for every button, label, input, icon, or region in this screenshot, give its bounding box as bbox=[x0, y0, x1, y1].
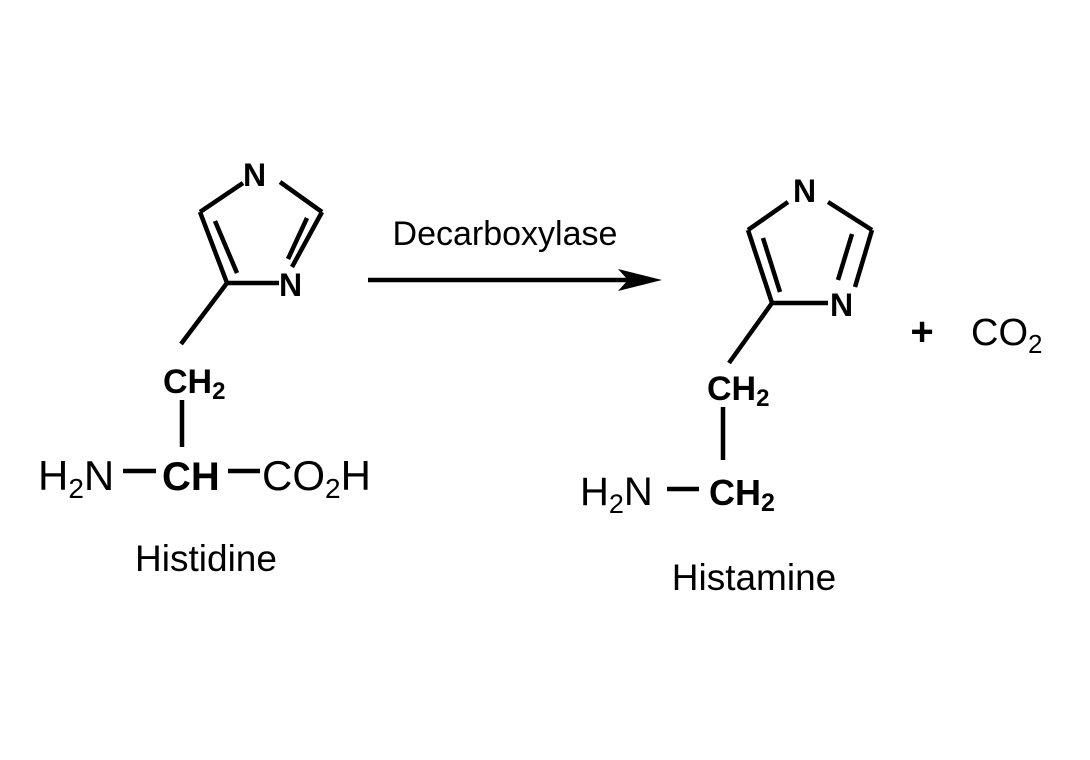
histidine-carboxyl: CO2H bbox=[262, 452, 371, 504]
reaction-arrow: Decarboxylase bbox=[368, 215, 662, 291]
histidine-ch: CH bbox=[162, 455, 220, 499]
histamine-ch2-upper: CH2 bbox=[707, 370, 769, 412]
histamine-structure: N N CH2 H2N CH2 Histamine bbox=[580, 173, 875, 598]
histidine-imidazole-ring bbox=[197, 180, 324, 286]
plus-sign: + bbox=[910, 310, 933, 354]
histidine-structure: N N CH2 H2N CH CO2H Histidine bbox=[38, 157, 371, 579]
histamine-label: Histamine bbox=[672, 557, 837, 598]
histamine-imidazole-ring bbox=[745, 200, 875, 306]
enzyme-label: Decarboxylase bbox=[393, 215, 618, 253]
histidine-ring-n-top: N bbox=[243, 157, 266, 193]
histidine-ch2: CH2 bbox=[163, 363, 225, 405]
histamine-amine: H2N bbox=[580, 470, 653, 519]
histamine-side-chain-bond bbox=[727, 301, 774, 365]
histidine-amine: H2N bbox=[38, 452, 114, 504]
histidine-side-chain-bond bbox=[179, 281, 229, 346]
histidine-ring-n-right: N bbox=[279, 267, 302, 303]
histidine-label: Histidine bbox=[135, 538, 277, 579]
histamine-ring-n-top: N bbox=[793, 173, 816, 209]
arrow-head-icon bbox=[618, 269, 662, 291]
histamine-ch2-lower: CH2 bbox=[709, 472, 775, 517]
histamine-ring-n-right: N bbox=[830, 287, 853, 323]
carbon-dioxide: CO2 bbox=[971, 312, 1042, 359]
